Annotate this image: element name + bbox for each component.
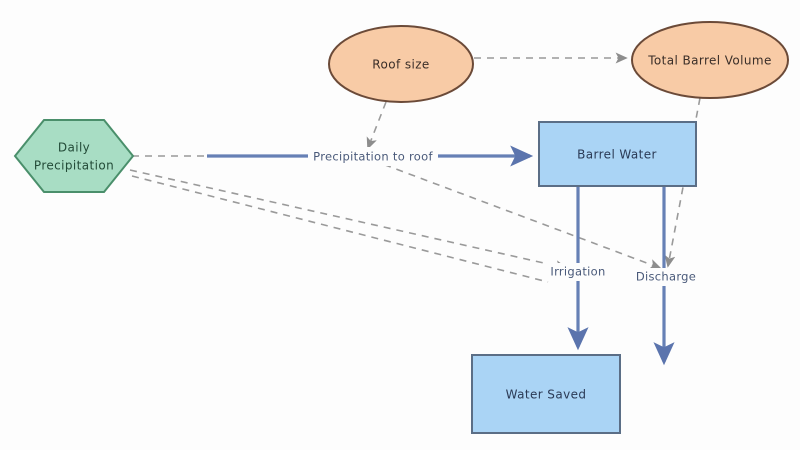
barrel-water-shape	[538, 121, 697, 187]
discharge-label-backdrop	[631, 268, 701, 286]
roof-size-shape	[328, 25, 474, 103]
link-precipitation-to-discharge[interactable]	[131, 175, 549, 283]
precipitation-to-roof-label-backdrop	[308, 147, 438, 166]
node-roof-size[interactable]: Roof size	[328, 25, 474, 103]
link-roof-size-to-precipitation-flow[interactable]	[366, 101, 387, 150]
node-total-barrel-volume[interactable]: Total Barrel Volume	[631, 21, 789, 99]
edge-labels-layer: Precipitation to roof Irrigation Dischar…	[308, 147, 701, 286]
daily-precipitation-label-line1: Daily	[58, 141, 90, 155]
daily-precipitation-shape	[13, 119, 135, 193]
node-barrel-water[interactable]: Barrel Water	[538, 121, 697, 187]
irrigation-label-backdrop	[543, 263, 613, 281]
node-water-saved[interactable]: Water Saved	[471, 354, 621, 434]
edge-label-discharge: Discharge	[636, 270, 696, 284]
daily-precipitation-label-line2: Precipitation	[34, 159, 114, 173]
water-saved-shape	[471, 354, 621, 434]
edge-label-irrigation: Irrigation	[550, 265, 605, 279]
node-daily-precipitation[interactable]: Daily Precipitation	[13, 119, 135, 193]
total-barrel-volume-label: Total Barrel Volume	[647, 54, 772, 68]
water-saved-label: Water Saved	[506, 388, 587, 402]
edge-label-precipitation-to-roof: Precipitation to roof	[313, 150, 433, 164]
link-precipitation-to-irrigation[interactable]	[129, 169, 568, 272]
nodes-layer: Daily Precipitation Roof size Total Barr…	[13, 21, 789, 434]
total-barrel-volume-shape	[631, 21, 789, 99]
roof-size-label: Roof size	[372, 58, 429, 72]
barrel-water-label: Barrel Water	[577, 148, 657, 162]
